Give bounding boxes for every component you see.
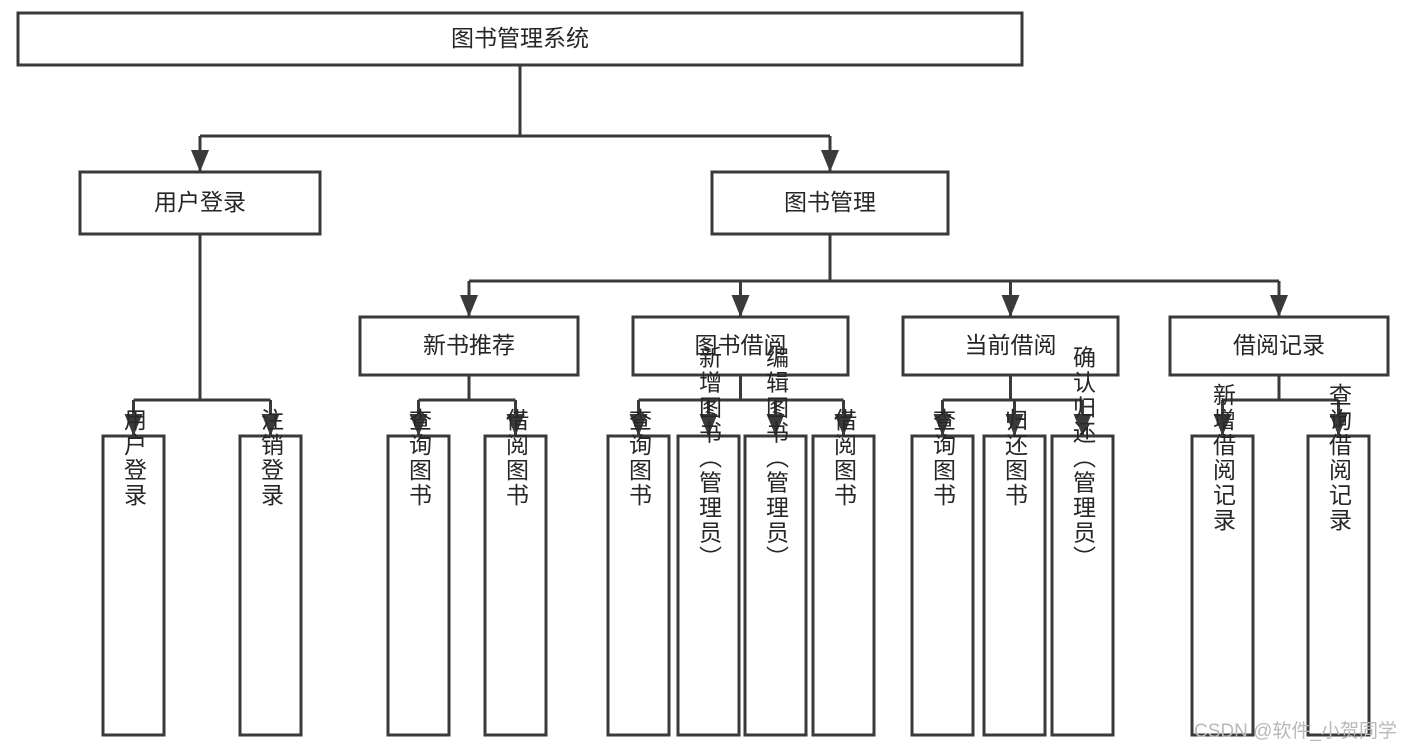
- node-box: [78, 170, 322, 236]
- edge-arrowhead: [460, 295, 478, 317]
- node-label: 查询图书: [626, 408, 653, 508]
- node-box: [910, 434, 975, 737]
- node-box: [1050, 434, 1115, 737]
- edges-from-login: [124, 234, 280, 436]
- node-records[interactable]: 借阅记录: [1168, 315, 1390, 377]
- node-leaf8[interactable]: 借阅图书: [811, 408, 876, 737]
- node-label: 图书管理: [784, 189, 876, 215]
- node-leaf1[interactable]: 用户登录: [101, 408, 166, 737]
- node-label: 编辑图书（管理员）: [763, 346, 790, 571]
- node-label: 确认归还（管理员）: [1070, 346, 1097, 571]
- node-leaf10[interactable]: 归还图书: [982, 408, 1047, 737]
- edge-arrowhead: [1073, 414, 1092, 436]
- node-leaf5[interactable]: 查询图书: [606, 408, 671, 737]
- node-leaf12[interactable]: 新增借阅记录: [1190, 383, 1255, 737]
- node-leaf7[interactable]: 编辑图书（管理员）: [743, 346, 808, 737]
- node-leaf2[interactable]: 注销登录: [238, 408, 303, 737]
- node-box: [1168, 315, 1390, 377]
- node-label: 用户登录: [121, 408, 148, 508]
- node-box: [982, 434, 1047, 737]
- node-label: 新增借阅记录: [1210, 383, 1237, 533]
- node-box: [358, 315, 580, 377]
- edge-arrowhead: [191, 150, 209, 172]
- edge-arrowhead: [1213, 414, 1232, 436]
- edge-arrowhead: [261, 414, 280, 436]
- node-leaf13[interactable]: 查询借阅记录: [1306, 383, 1371, 737]
- edges-from-borrow: [629, 375, 853, 436]
- node-leaf3[interactable]: 查询图书: [386, 408, 451, 737]
- node-label: 注销登录: [258, 408, 285, 508]
- edge-arrowhead: [1270, 295, 1288, 317]
- node-box: [16, 11, 1024, 67]
- node-label: 借阅图书: [831, 408, 858, 508]
- edge-arrowhead: [821, 150, 839, 172]
- node-label: 新书推荐: [423, 332, 515, 358]
- node-root[interactable]: 图书管理系统: [16, 11, 1024, 67]
- node-label: 查询图书: [406, 408, 433, 508]
- csdn-watermark: CSDN @软件_小贺同学: [1194, 721, 1397, 742]
- node-bookmgmt[interactable]: 图书管理: [710, 170, 950, 236]
- node-box: [710, 170, 950, 236]
- edges-from-root: [191, 65, 839, 172]
- node-label: 借阅图书: [503, 408, 530, 508]
- edge-arrowhead: [699, 414, 718, 436]
- edge-arrowhead: [933, 414, 952, 436]
- node-box: [1306, 434, 1371, 737]
- node-login[interactable]: 用户登录: [78, 170, 322, 236]
- node-leaf6[interactable]: 新增图书（管理员）: [676, 346, 741, 737]
- edges-from-bookmgmt: [460, 234, 1288, 317]
- node-label: 图书借阅: [695, 332, 787, 358]
- node-label: 归还图书: [1002, 408, 1029, 508]
- edge-arrowhead: [124, 414, 143, 436]
- node-label: 用户登录: [154, 189, 246, 215]
- edges-from-current: [933, 375, 1092, 436]
- edge-arrowhead: [1001, 295, 1020, 317]
- edge-arrowhead: [409, 414, 428, 436]
- node-leaf9[interactable]: 查询图书: [910, 408, 975, 737]
- node-box: [811, 434, 876, 737]
- node-box: [1190, 434, 1255, 737]
- edge-arrowhead: [731, 295, 750, 317]
- edge-arrowhead: [506, 414, 525, 436]
- node-label: 图书管理系统: [451, 25, 589, 51]
- edge-layer: [124, 65, 1348, 436]
- node-layer: 图书管理系统用户登录图书管理新书推荐图书借阅当前借阅借阅记录用户登录注销登录查询…: [16, 11, 1390, 737]
- node-box: [606, 434, 671, 737]
- edge-arrowhead: [1329, 414, 1348, 436]
- node-label: 新增图书（管理员）: [696, 346, 723, 571]
- node-label: 借阅记录: [1233, 332, 1325, 358]
- node-box: [101, 434, 166, 737]
- node-newrec[interactable]: 新书推荐: [358, 315, 580, 377]
- node-leaf4[interactable]: 借阅图书: [483, 408, 548, 737]
- node-box: [238, 434, 303, 737]
- node-box: [743, 434, 808, 737]
- node-box: [901, 315, 1120, 377]
- edges-from-records: [1213, 375, 1348, 436]
- edge-arrowhead: [1005, 414, 1024, 436]
- node-label: 查询借阅记录: [1326, 383, 1353, 533]
- node-current[interactable]: 当前借阅: [901, 315, 1120, 377]
- node-box: [386, 434, 451, 737]
- edge-arrowhead: [766, 414, 785, 436]
- node-label: 当前借阅: [965, 332, 1057, 358]
- node-label: 查询图书: [930, 408, 957, 508]
- node-box: [483, 434, 548, 737]
- node-borrow[interactable]: 图书借阅: [631, 315, 850, 377]
- edge-arrowhead: [629, 414, 648, 436]
- edges-from-newrec: [409, 375, 525, 436]
- node-box: [631, 315, 850, 377]
- node-leaf11[interactable]: 确认归还（管理员）: [1050, 346, 1115, 737]
- edge-arrowhead: [834, 414, 853, 436]
- node-box: [676, 434, 741, 737]
